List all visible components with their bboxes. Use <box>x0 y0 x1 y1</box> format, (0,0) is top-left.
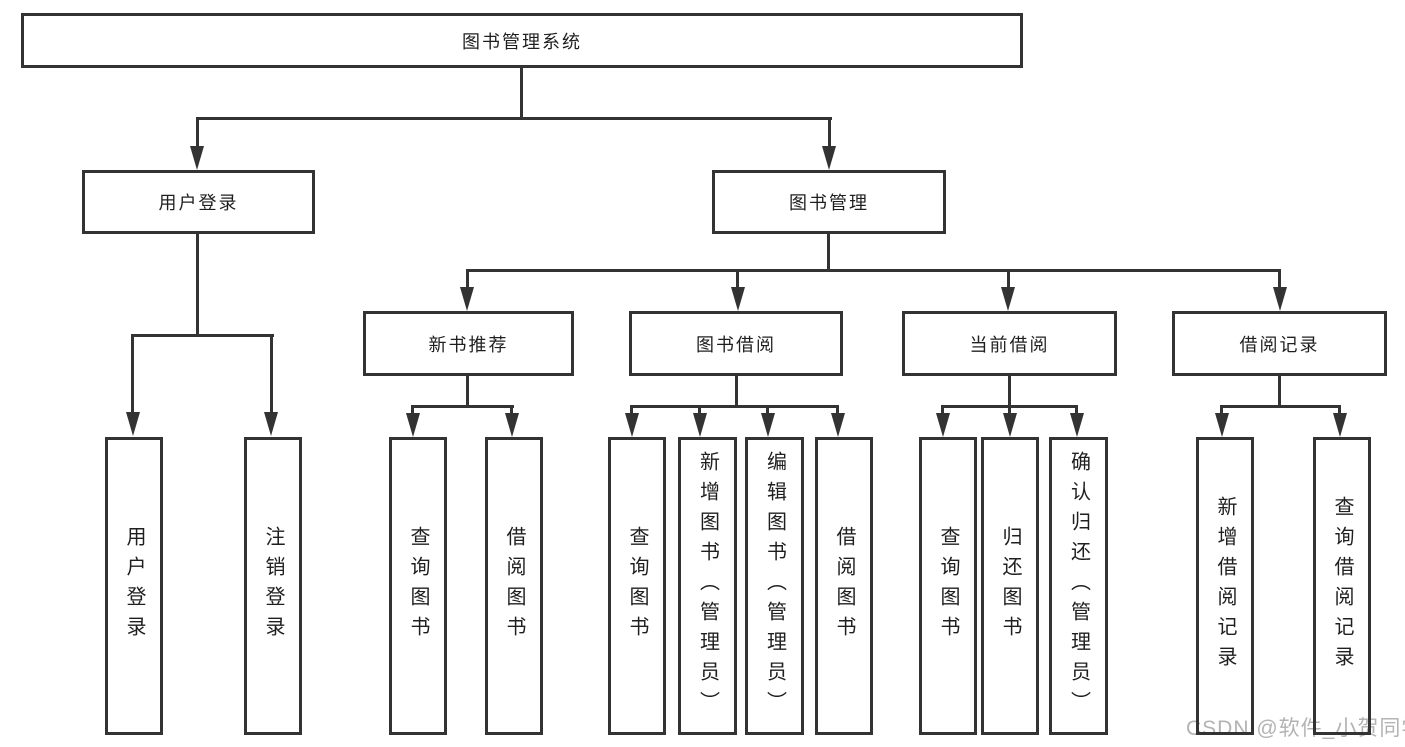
connector-line-h <box>131 334 274 337</box>
connector-stem <box>1008 405 1011 415</box>
connector-stem <box>1220 405 1223 415</box>
node-label: 用户登录 <box>158 193 239 213</box>
node-label: 图书管理 <box>789 193 869 213</box>
connector-stem <box>466 269 469 291</box>
connector-stem <box>411 405 414 415</box>
arrow-down-icon <box>1003 413 1017 437</box>
connector-line-v <box>196 231 199 337</box>
node-label: 借阅图书 <box>833 526 855 646</box>
connector-line-h <box>1220 405 1341 408</box>
node-label: 查询图书 <box>626 526 648 646</box>
arrow-down-icon <box>264 412 278 436</box>
connector-line-h <box>411 405 514 408</box>
node-label: 用户登录 <box>123 526 145 646</box>
node-return-books: 归还图书 <box>981 437 1039 735</box>
node-query-books-borrowing: 查询图书 <box>608 437 666 735</box>
connector-stem <box>1075 405 1078 415</box>
node-borrow-books-borrowing: 借阅图书 <box>815 437 873 735</box>
arrow-down-icon <box>693 413 707 437</box>
connector-stem <box>1338 405 1341 415</box>
connector-line-v <box>735 374 738 408</box>
connector-stem <box>270 334 273 414</box>
connector-stem <box>630 405 633 415</box>
node-label: 图书借阅 <box>696 334 776 355</box>
connector-line-v <box>520 66 523 120</box>
node-query-books-recommend: 查询图书 <box>389 437 447 735</box>
connector-stem <box>131 334 134 414</box>
node-library-management-system: 图书管理系统 <box>21 13 1023 68</box>
node-label: 注销登录 <box>262 526 284 646</box>
node-label: 新增借阅记录 <box>1214 496 1236 676</box>
connector-line-v <box>827 231 830 272</box>
arrow-down-icon <box>1001 287 1015 311</box>
arrow-down-icon <box>460 287 474 311</box>
connector-stem <box>736 269 739 291</box>
node-query-books-current: 查询图书 <box>919 437 977 735</box>
connector-stem <box>1278 269 1281 291</box>
arrow-down-icon <box>1273 287 1287 311</box>
connector-line-h <box>196 117 832 120</box>
arrow-down-icon <box>731 287 745 311</box>
node-add-book-admin: 新增图书（管理员） <box>678 437 737 735</box>
node-user-login: 用户登录 <box>82 170 315 234</box>
node-borrowing-records: 借阅记录 <box>1172 311 1387 376</box>
node-edit-book-admin: 编辑图书（管理员） <box>745 437 804 735</box>
connector-stem <box>836 405 839 415</box>
node-label: 借阅图书 <box>503 526 525 646</box>
connector-line-h <box>630 405 839 408</box>
node-user-login-leaf: 用户登录 <box>105 437 163 735</box>
connector-stem <box>698 405 701 415</box>
connector-line-v <box>1008 374 1011 408</box>
arrow-down-icon <box>126 412 140 436</box>
arrow-down-icon <box>505 413 519 437</box>
connector-stem <box>941 405 944 415</box>
node-add-borrow-record: 新增借阅记录 <box>1196 437 1254 735</box>
node-borrow-books-recommend: 借阅图书 <box>485 437 543 735</box>
node-label: 确认归还（管理员） <box>1067 451 1090 721</box>
node-query-borrow-record: 查询借阅记录 <box>1313 437 1371 735</box>
arrow-down-icon <box>822 146 836 170</box>
node-new-book-recommendation: 新书推荐 <box>363 311 574 376</box>
connector-stem <box>196 117 199 149</box>
node-label: 查询借阅记录 <box>1331 496 1353 676</box>
node-logout: 注销登录 <box>244 437 302 735</box>
connector-line-v <box>1278 374 1281 408</box>
connector-stem <box>766 405 769 415</box>
node-label: 新增图书（管理员） <box>696 451 719 721</box>
node-label: 查询图书 <box>407 526 429 646</box>
node-label: 图书管理系统 <box>462 31 582 52</box>
arrow-down-icon <box>1333 413 1347 437</box>
node-label: 借阅记录 <box>1239 334 1320 355</box>
arrow-down-icon <box>1215 413 1229 437</box>
node-label: 归还图书 <box>999 526 1021 646</box>
node-label: 查询图书 <box>937 526 959 646</box>
connector-stem <box>828 117 831 149</box>
node-label: 新书推荐 <box>428 334 509 355</box>
connector-stem <box>1007 269 1010 291</box>
node-confirm-return-admin: 确认归还（管理员） <box>1049 437 1108 735</box>
node-current-borrowing: 当前借阅 <box>902 311 1117 376</box>
arrow-down-icon <box>831 413 845 437</box>
arrow-down-icon <box>406 413 420 437</box>
node-label: 编辑图书（管理员） <box>763 451 786 721</box>
node-label: 当前借阅 <box>969 334 1050 355</box>
arrow-down-icon <box>1070 413 1084 437</box>
arrow-down-icon <box>936 413 950 437</box>
node-book-borrowing: 图书借阅 <box>629 311 843 376</box>
arrow-down-icon <box>625 413 639 437</box>
connector-line-h <box>466 269 1281 272</box>
connector-stem <box>510 405 513 415</box>
connector-line-v <box>466 374 469 408</box>
arrow-down-icon <box>190 146 204 170</box>
node-book-management: 图书管理 <box>712 170 946 234</box>
arrow-down-icon <box>761 413 775 437</box>
